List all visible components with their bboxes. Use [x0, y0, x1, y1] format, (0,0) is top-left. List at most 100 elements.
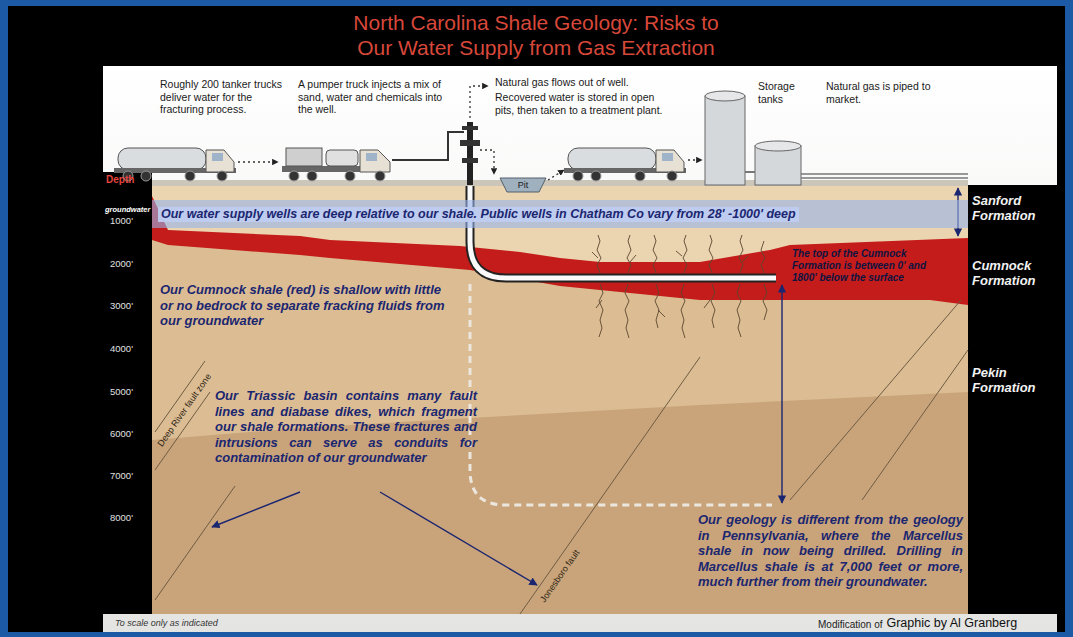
depth-tick: 6000': [110, 428, 133, 440]
leader-arrow: [212, 492, 300, 527]
truck-window: [366, 153, 377, 161]
wellhead-cap: [462, 126, 478, 130]
fracture: [676, 235, 687, 273]
flow-arrow: [238, 161, 278, 162]
wellhead-valve: [462, 158, 478, 163]
process-note: Natural gas is piped to market.: [826, 80, 961, 105]
fracture: [763, 284, 767, 320]
truck-wheel: [573, 171, 583, 181]
truck-cab: [656, 150, 684, 172]
truck-wheel: [217, 171, 227, 181]
credit: Modification of: [818, 619, 882, 631]
fractures: [592, 235, 767, 338]
callout-note: Our Triassic basin contains many fault l…: [215, 388, 477, 466]
injection-hose: [392, 132, 464, 160]
fracture: [655, 284, 665, 328]
fracture: [681, 284, 685, 338]
fault-line: [862, 350, 968, 500]
fracture: [761, 241, 765, 273]
flow-arrow: [688, 159, 702, 160]
truck-wheel: [591, 171, 601, 181]
process-note: Natural gas flows out of well.: [495, 76, 685, 89]
depth-tick: 1000': [110, 215, 133, 227]
fracture: [704, 284, 715, 328]
band-note: The top of the Cumnock Formation is betw…: [792, 248, 947, 284]
wellhead: [460, 122, 480, 185]
flow-arrow: [480, 150, 494, 174]
process-note: Recovered water is stored in open pits, …: [495, 91, 670, 116]
depth-tick: 5000': [110, 386, 133, 398]
pipeline: [801, 173, 968, 175]
pipeline: [801, 177, 968, 179]
band-note: Our water supply wells are deep relative…: [158, 207, 799, 222]
truck-wheel: [375, 171, 385, 181]
pekin-layer: [152, 185, 968, 614]
slide-background: [8, 6, 1065, 632]
tank-top: [705, 91, 745, 101]
truck-wheel: [185, 171, 195, 181]
process-note: Roughly 200 tanker trucks deliver water …: [160, 78, 292, 116]
truck-wheel: [635, 171, 645, 181]
depth-tick: 8000': [110, 512, 133, 524]
callout-note: Our geology is different from the geolog…: [698, 512, 963, 590]
flow-arrow: [548, 170, 564, 180]
tank-top: [755, 141, 801, 151]
tanker-truck: [564, 148, 686, 181]
fracture: [739, 235, 748, 273]
depth-tick: 4000': [110, 343, 133, 355]
tank-pipe: [745, 171, 755, 173]
fracture: [737, 284, 741, 337]
fracture: [625, 284, 629, 338]
truck-window: [212, 153, 223, 161]
marcellus-well-depth: [470, 284, 772, 505]
fault-line: [520, 357, 700, 614]
fault-lines: [155, 300, 968, 614]
groundwater-band: Our water supply wells are deep relative…: [152, 200, 968, 228]
truck-wheel: [307, 171, 317, 181]
formation-name: Cumnock Formation: [972, 258, 1056, 288]
wellhead-pipe: [467, 122, 473, 185]
truck-wheel: [345, 171, 355, 181]
process-note: A pumper truck injects a mix of sand, wa…: [298, 78, 448, 116]
formation-name: Sanford Formation: [972, 193, 1056, 223]
truck-wheel: [141, 171, 151, 181]
wellhead-valve: [460, 140, 480, 146]
pumper-truck: [282, 132, 464, 181]
storage-tanks: [705, 91, 968, 185]
axis-note: groundwater: [105, 205, 150, 215]
callout-note: Our Cumnock shale (red) is shallow with …: [160, 282, 450, 329]
pump-drum: [326, 150, 358, 166]
formation-name: Pekin Formation: [972, 365, 1056, 395]
truck-window: [662, 153, 673, 161]
leader-arrow: [380, 492, 537, 585]
truck-wheel: [667, 171, 677, 181]
depth-column: [103, 172, 152, 614]
depth-tick: 2000': [110, 258, 133, 270]
part-name: Storage tanks: [758, 80, 810, 105]
ground-surface: [152, 180, 968, 186]
axis-title: Depth: [106, 174, 134, 186]
depth-tick: 3000': [110, 300, 133, 312]
tall-tank: [705, 96, 745, 185]
fault-line: [155, 486, 235, 600]
pit-outline: [500, 178, 546, 192]
depth-tick: 7000': [110, 470, 133, 482]
fault-line: [790, 300, 961, 500]
flow-arrow: [470, 86, 488, 118]
truck-tank: [568, 148, 656, 170]
truck-tank: [118, 148, 206, 170]
fracture: [592, 235, 601, 273]
formation-column: [968, 185, 1057, 614]
fracture: [709, 235, 713, 273]
depth-arrow: [781, 285, 782, 503]
scale-note: To scale only as indicated: [115, 618, 218, 629]
truck-cab: [360, 150, 390, 172]
diagram-title: North Carolina Shale Geology: Risks to O…: [186, 10, 886, 60]
pump-unit: [286, 148, 322, 166]
pit-label: Pit: [518, 180, 529, 191]
truck-wheel: [289, 171, 299, 181]
truck-cab: [206, 150, 234, 172]
pit-node: Pit: [500, 178, 546, 192]
fracture: [653, 235, 657, 273]
